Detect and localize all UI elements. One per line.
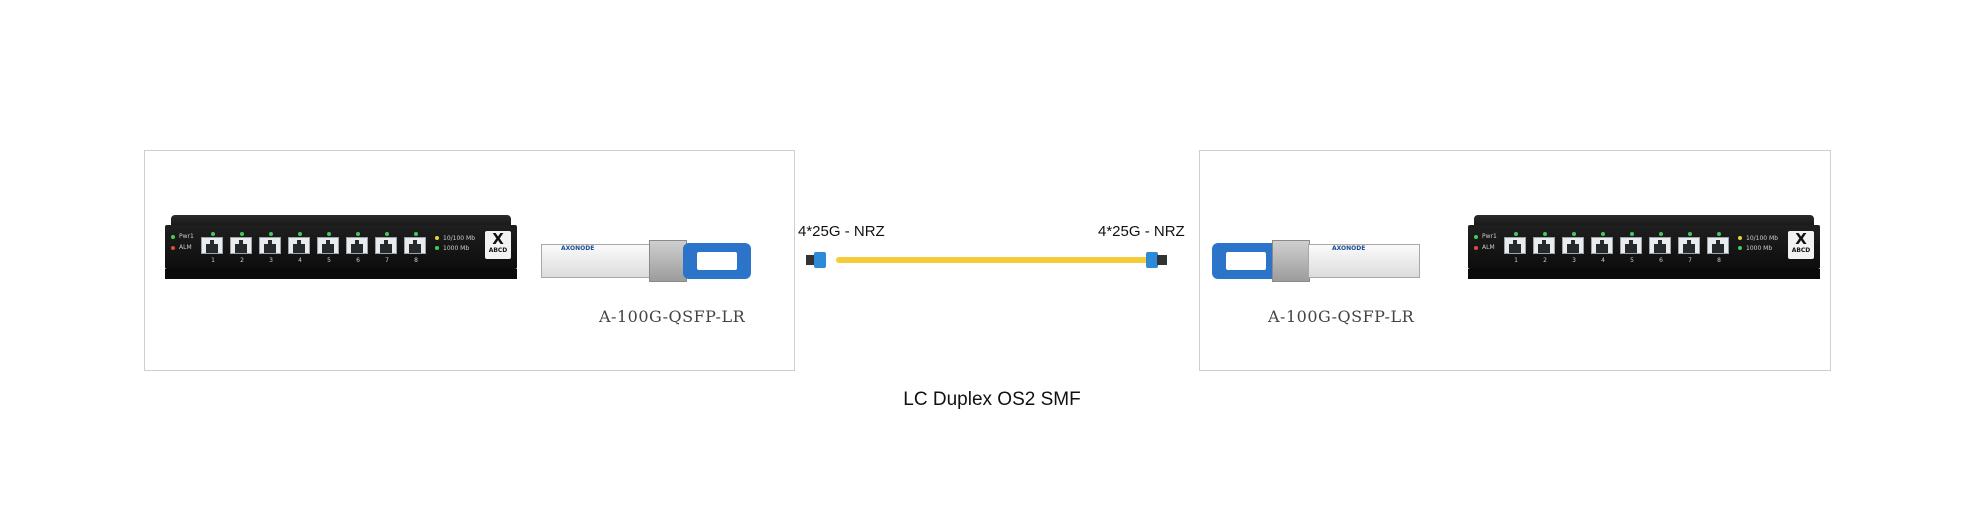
right-station-panel: AXONODE A-100G-QSFP-LR Pwr1 ALM 1 2 3 4 … (1199, 150, 1831, 371)
port-number: 3 (1572, 257, 1576, 264)
ethernet-port: 6 (346, 232, 368, 264)
ethernet-port: 5 (317, 232, 339, 264)
ethernet-port: 2 (1533, 232, 1555, 264)
speed-1000-label: 1000 Mb (443, 244, 470, 252)
power-led-label: Pwr1 (1482, 233, 1497, 240)
speed-1000-led-icon (1738, 246, 1742, 250)
left-qsfp-module: AXONODE (541, 239, 773, 283)
ethernet-port: 7 (1678, 232, 1700, 264)
brand-mark: X (492, 230, 504, 248)
right-rate-label: 4*25G - NRZ (1098, 223, 1185, 240)
port-number: 8 (1717, 257, 1721, 264)
module-pull-tab (1212, 243, 1280, 279)
status-leds: Pwr1 ALM (171, 231, 201, 253)
speed-100-led-icon (435, 236, 439, 240)
power-led-icon (1474, 234, 1478, 239)
module-brand-logo: AXONODE (561, 245, 595, 252)
ethernet-port: 8 (404, 232, 426, 264)
speed-legend: 10/100 Mb 1000 Mb (435, 233, 475, 253)
module-pull-tab (683, 243, 751, 279)
speed-100-label: 10/100 Mb (1746, 234, 1779, 242)
module-brand-logo: AXONODE (1332, 245, 1366, 252)
left-ethernet-switch: Pwr1 ALM 1 2 3 4 5 6 7 8 10/100 Mb 1000 … (165, 215, 517, 279)
left-rate-label: 4*25G - NRZ (798, 223, 885, 240)
port-number: 4 (1601, 257, 1605, 264)
speed-1000-led-icon (435, 246, 439, 250)
port-number: 1 (1514, 257, 1518, 264)
alarm-led-icon (171, 245, 175, 250)
port-number: 1 (211, 257, 215, 264)
brand-logo: X ABCD (485, 231, 511, 259)
ethernet-ports: 1 2 3 4 5 6 7 8 (201, 232, 426, 264)
speed-legend: 10/100 Mb 1000 Mb (1738, 233, 1778, 253)
port-number: 4 (298, 257, 302, 264)
port-number: 7 (385, 257, 389, 264)
speed-1000-label: 1000 Mb (1746, 244, 1773, 252)
ethernet-port: 1 (201, 232, 223, 264)
alarm-led-label: ALM (1482, 244, 1495, 251)
port-number: 6 (356, 257, 360, 264)
port-number: 2 (240, 257, 244, 264)
ethernet-port: 7 (375, 232, 397, 264)
ethernet-port: 1 (1504, 232, 1526, 264)
brand-text: ABCD (1791, 247, 1811, 254)
power-led-label: Pwr1 (179, 233, 194, 240)
ethernet-port: 6 (1649, 232, 1671, 264)
alarm-led-icon (1474, 245, 1478, 250)
port-number: 6 (1659, 257, 1663, 264)
speed-100-led-icon (1738, 236, 1742, 240)
ethernet-port: 4 (1591, 232, 1613, 264)
port-number: 5 (327, 257, 331, 264)
brand-logo: X ABCD (1788, 231, 1814, 259)
left-station-panel: Pwr1 ALM 1 2 3 4 5 6 7 8 10/100 Mb 1000 … (144, 150, 795, 371)
port-number: 3 (269, 257, 273, 264)
left-module-label: A-100G-QSFP-LR (599, 307, 746, 326)
right-ethernet-switch: Pwr1 ALM 1 2 3 4 5 6 7 8 10/100 Mb 1000 … (1468, 215, 1820, 279)
brand-text: ABCD (488, 247, 508, 254)
ethernet-port: 5 (1620, 232, 1642, 264)
port-number: 5 (1630, 257, 1634, 264)
ethernet-port: 3 (1562, 232, 1584, 264)
fiber-cable (836, 257, 1150, 263)
ethernet-ports: 1 2 3 4 5 6 7 8 (1504, 232, 1729, 264)
ethernet-port: 8 (1707, 232, 1729, 264)
left-lc-connector-icon (806, 252, 828, 268)
ethernet-port: 3 (259, 232, 281, 264)
ethernet-port: 4 (288, 232, 310, 264)
port-number: 7 (1688, 257, 1692, 264)
port-number: 8 (414, 257, 418, 264)
ethernet-port: 2 (230, 232, 252, 264)
status-leds: Pwr1 ALM (1474, 231, 1504, 253)
right-module-label: A-100G-QSFP-LR (1268, 307, 1415, 326)
alarm-led-label: ALM (179, 244, 192, 251)
right-lc-connector-icon (1146, 252, 1168, 268)
power-led-icon (171, 234, 175, 239)
brand-mark: X (1795, 230, 1807, 248)
speed-100-label: 10/100 Mb (443, 234, 476, 242)
cable-type-label: LC Duplex OS2 SMF (903, 389, 1081, 410)
port-number: 2 (1543, 257, 1547, 264)
right-qsfp-module: AXONODE (1212, 239, 1444, 283)
